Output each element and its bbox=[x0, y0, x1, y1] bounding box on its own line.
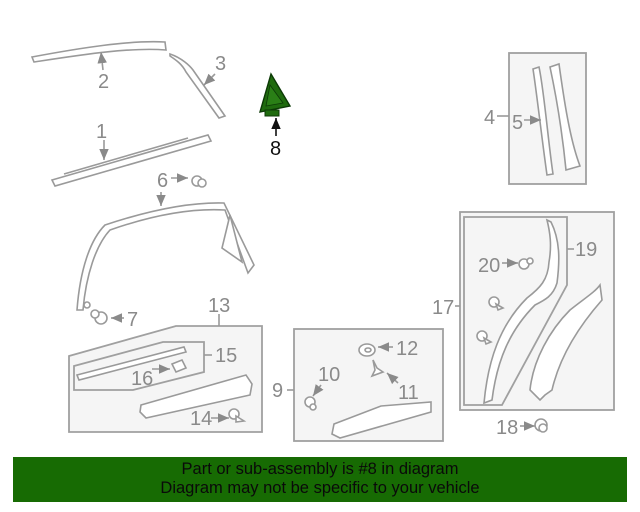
part-6-clip[interactable]: 6 bbox=[156, 170, 207, 206]
callout-12[interactable]: 12 bbox=[396, 338, 418, 360]
callout-9[interactable]: 9 bbox=[272, 380, 283, 402]
callout-3[interactable]: 3 bbox=[215, 53, 226, 75]
part-8-highlighted[interactable]: 8 bbox=[259, 72, 292, 160]
callout-20[interactable]: 20 bbox=[478, 255, 500, 277]
callout-5[interactable]: 5 bbox=[512, 112, 523, 134]
part-4-5-group[interactable]: 4 5 bbox=[484, 52, 587, 185]
callout-4[interactable]: 4 bbox=[484, 107, 495, 129]
part-9-group[interactable]: 9 10 12 11 bbox=[272, 328, 444, 442]
callout-14[interactable]: 14 bbox=[190, 408, 212, 430]
banner-line-1: Part or sub-assembly is #8 in diagram bbox=[181, 460, 459, 478]
callout-6[interactable]: 6 bbox=[157, 170, 168, 192]
callout-1[interactable]: 1 bbox=[96, 121, 107, 143]
part-17-group[interactable]: 17 19 20 bbox=[432, 211, 615, 411]
callout-15[interactable]: 15 bbox=[215, 345, 237, 367]
part-18-clip[interactable]: 18 bbox=[496, 417, 548, 439]
callout-16[interactable]: 16 bbox=[131, 368, 153, 390]
callout-7[interactable]: 7 bbox=[127, 309, 138, 331]
callout-19[interactable]: 19 bbox=[575, 239, 597, 261]
callout-17[interactable]: 17 bbox=[432, 297, 454, 319]
callout-11[interactable]: 11 bbox=[398, 382, 419, 404]
door-frame-molding[interactable] bbox=[76, 202, 255, 311]
part-2-roof-molding[interactable]: 2 bbox=[30, 40, 167, 93]
part-3-pillar-molding[interactable]: 3 bbox=[169, 52, 227, 119]
part-13-group[interactable]: 13 15 16 14 bbox=[68, 295, 263, 433]
callout-18[interactable]: 18 bbox=[496, 417, 518, 439]
callout-13[interactable]: 13 bbox=[208, 295, 230, 317]
callout-10[interactable]: 10 bbox=[318, 364, 340, 386]
part-7-clip[interactable]: 7 bbox=[90, 309, 138, 331]
disclaimer-banner: Part or sub-assembly is #8 in diagram Di… bbox=[13, 457, 627, 502]
part-1-belt-molding[interactable]: 1 bbox=[50, 121, 213, 187]
banner-line-2: Diagram may not be specific to your vehi… bbox=[160, 479, 480, 497]
callout-2[interactable]: 2 bbox=[98, 71, 109, 93]
callout-8[interactable]: 8 bbox=[270, 138, 281, 160]
